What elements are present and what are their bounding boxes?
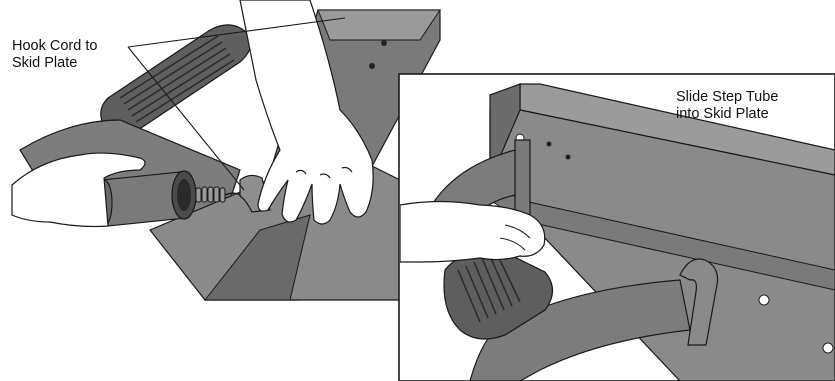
beam-hole <box>566 155 571 160</box>
beam-hole <box>823 343 833 353</box>
callout-slide-step-tube-line1: Slide Step Tube <box>676 89 778 105</box>
frame-beam-top <box>318 10 440 40</box>
beam-hole <box>381 40 387 46</box>
callout-slide-step-tube-line2: into Skid Plate <box>676 106 769 122</box>
callout-hook-cord-line2: Skid Plate <box>12 55 77 71</box>
callout-hook-cord-line1: Hook Cord to <box>12 38 97 54</box>
step-tube <box>96 171 196 226</box>
beam-hole <box>759 295 769 305</box>
foot-pad <box>101 25 251 135</box>
beam-hole <box>369 63 375 69</box>
beam-hole <box>547 142 552 147</box>
